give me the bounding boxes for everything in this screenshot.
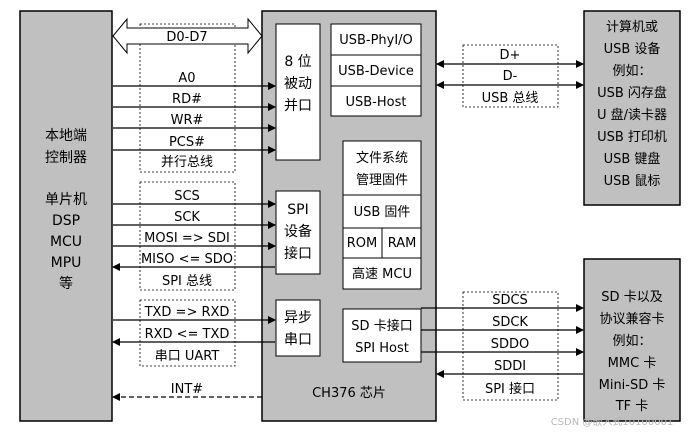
computer-line-7: USB 键盘	[604, 151, 661, 167]
high-speed-mcu-label: 高速 MCU	[352, 266, 412, 282]
spi-bus-dotted-box	[139, 181, 236, 291]
parallel-port-line-2: 被动	[284, 76, 312, 92]
computer-usb-device-block: 计算机或 USB 设备 例如： USB 闪存盘 U 盘/读卡器 USB 打印机 …	[583, 10, 681, 206]
computer-line-6: USB 打印机	[597, 130, 667, 145]
signal-scs: SCS	[174, 189, 200, 204]
spi-bus: SCS SCK MOSI => SDI MISO <= SDO SPI 总线	[112, 181, 276, 291]
spi-bus-label: SPI 总线	[162, 274, 212, 289]
sd-port-line-2: SPI Host	[355, 341, 409, 356]
uart-bus-dotted-box	[139, 299, 236, 367]
local-controller-block: 本地端 控制器 单片机 DSP MCU MPU 等	[19, 10, 113, 422]
signal-wr: WR#	[171, 113, 204, 128]
controller-example-5: 等	[59, 275, 73, 292]
computer-line-4: USB 闪存盘	[597, 85, 667, 101]
usb-device-mode: USB-Device	[338, 64, 414, 79]
controller-example-1: 单片机	[45, 192, 87, 208]
interrupt-line: INT#	[112, 382, 262, 401]
ch376-chip-block: 8 位 被动 并口 USB-PhyI/O USB-Device USB-Host…	[261, 10, 437, 422]
signal-d-minus: D-	[503, 69, 518, 84]
watermark: CSDN @嵌入式10100001	[551, 415, 674, 428]
controller-example-3: MCU	[50, 234, 82, 250]
sd-bus-label: SPI 接口	[485, 381, 535, 397]
signal-sddi: SDDI	[494, 359, 526, 374]
spi-port-line-2: 设备	[284, 223, 312, 240]
parallel-bus-dotted-box	[139, 23, 236, 173]
ram-label: RAM	[388, 236, 417, 251]
controller-label-line-2: 控制器	[45, 150, 87, 166]
sd-bus-dotted-box	[462, 291, 559, 401]
sd-card-block: SD 卡以及 协议兼容卡 例如： MMC 卡 Mini-SD 卡 TF 卡	[583, 258, 681, 422]
parallel-bus-label: 并行总线	[161, 155, 213, 170]
signal-sdcs: SDCS	[492, 293, 528, 308]
signal-rxd: RXD <= TXD	[145, 327, 230, 342]
filesystem-box	[342, 140, 422, 290]
filesystem-line-1: 文件系统	[356, 151, 408, 166]
spi-port-line-1: SPI	[287, 202, 308, 218]
sd-card-line-4: MMC 卡	[608, 356, 657, 371]
data-bus-label: D0-D7	[166, 30, 207, 45]
signal-a0: A0	[178, 71, 195, 86]
usb-phy-io-mode: USB-PhyI/O	[339, 33, 413, 48]
sd-card-line-5: Mini-SD 卡	[599, 378, 666, 393]
sd-card-line-2: 协议兼容卡	[599, 311, 664, 327]
uart-port-line-2: 串口	[284, 332, 312, 348]
signal-sdck: SDCK	[492, 315, 528, 330]
computer-line-3: 例如：	[612, 63, 651, 79]
rom-label: ROM	[347, 236, 377, 251]
parallel-bus: D0-D7 A0 RD# WR# PCS# 并行总线	[112, 17, 276, 173]
signal-sddo: SDDO	[491, 337, 530, 352]
controller-example-4: MPU	[51, 255, 82, 271]
signal-d-plus: D+	[500, 48, 521, 63]
signal-pcs: PCS#	[169, 135, 205, 150]
uart-port-box	[275, 299, 321, 357]
uart-port-line-1: 异步	[284, 310, 312, 326]
parallel-port-line-1: 8 位	[284, 54, 311, 70]
signal-mosi: MOSI => SDI	[144, 231, 230, 246]
signal-int: INT#	[171, 382, 203, 397]
chip-name: CH376 芯片	[312, 386, 386, 401]
sd-port-line-1: SD 卡接口	[351, 318, 412, 334]
usb-modes-box	[330, 23, 422, 117]
sd-card-line-1: SD 卡以及	[601, 290, 662, 305]
data-bus-arrow	[112, 17, 263, 55]
spi-device-port-box	[275, 190, 321, 275]
sd-card-line-3: 例如：	[612, 333, 651, 349]
sd-card-line-6: TF 卡	[615, 399, 649, 414]
sd-card-port-box	[342, 308, 422, 363]
uart-bus: TXD => RXD RXD <= TXD 串口 UART	[112, 299, 276, 367]
usb-firmware-label: USB 固件	[354, 205, 411, 220]
signal-txd: TXD => RXD	[144, 305, 230, 320]
parallel-port-box	[275, 23, 321, 161]
uart-bus-label: 串口 UART	[155, 349, 220, 364]
computer-line-8: USB 鼠标	[604, 174, 661, 189]
sd-spi-bus: SDCS SDCK SDDO SDDI SPI 接口	[421, 291, 584, 401]
computer-line-5: U 盘/读卡器	[597, 107, 667, 123]
usb-bus: D+ D- USB 总线	[436, 44, 584, 108]
usb-bus-dotted-box	[462, 44, 559, 108]
usb-bus-label: USB 总线	[482, 91, 539, 106]
signal-rd: RD#	[172, 92, 202, 107]
signal-miso: MISO <= SDO	[141, 252, 233, 267]
controller-label-line-1: 本地端	[45, 128, 87, 144]
computer-line-2: USB 设备	[604, 41, 661, 57]
computer-line-1: 计算机或	[606, 20, 658, 35]
spi-port-line-3: 接口	[284, 245, 312, 262]
usb-host-mode: USB-Host	[346, 95, 407, 110]
signal-sck: SCK	[174, 210, 200, 225]
controller-example-2: DSP	[52, 213, 80, 229]
parallel-port-line-3: 并口	[284, 98, 312, 114]
filesystem-line-2: 管理固件	[356, 173, 408, 188]
